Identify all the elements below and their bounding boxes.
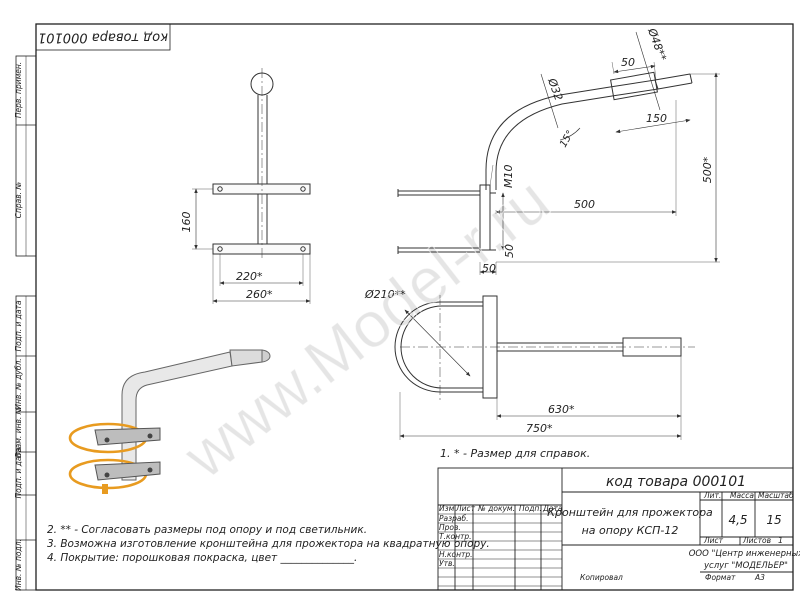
dim-len-500-h: 500	[574, 198, 595, 211]
dim-bolt: M10	[502, 165, 515, 189]
row-utv: Утв.	[439, 559, 455, 568]
lit-label: Лит.	[703, 491, 721, 500]
row-nkontr: Н.контр.	[439, 550, 473, 559]
title-block-headers: Изм. Лист № докум. Подп. Дата Разраб. Пр…	[439, 491, 794, 582]
note-1: 1. * - Размер для справок.	[440, 447, 590, 460]
hdr-list: Лист	[455, 504, 476, 513]
dim-d-clamp: Ø210**	[364, 288, 406, 301]
sheets-label: Листов	[742, 536, 771, 545]
hdr-izm: Изм.	[439, 504, 457, 513]
note-3: 3. Возможна изготовление кронштейна для …	[47, 538, 490, 550]
stamp-perv-primen: Перв. примен.	[14, 62, 23, 118]
format-label: Формат	[705, 573, 736, 582]
stamp-podp-data-1: Подп. и дата	[14, 300, 23, 351]
dim-d-tip: Ø48**	[645, 26, 669, 63]
dim-plate-gap: 160	[180, 212, 193, 233]
scale-value: 15	[766, 513, 781, 527]
note-2: 2. ** - Согласовать размеры под опору и …	[47, 524, 367, 536]
scale-label: Масштаб	[758, 491, 794, 500]
dim-len-630: 630*	[548, 403, 575, 416]
sheet-label: Лист	[703, 536, 724, 545]
stamp-sprav-no: Справ. №	[14, 182, 23, 219]
title-block-code: код товара 000101	[606, 474, 746, 490]
stamp-podp-data-2: Подп. и дата	[14, 447, 23, 498]
copied-label: Копировал	[580, 573, 623, 582]
dim-len-500-v: 500*	[701, 156, 714, 183]
title-block	[437, 467, 794, 591]
stamp-vzam-inv: Взам. инв. №	[14, 406, 23, 457]
mass-value: 4,5	[728, 513, 747, 527]
dim-len-50-bottom: 50	[482, 262, 496, 275]
code-label-rotated: код товара 000101	[38, 30, 168, 45]
note-4: 4. Покрытие: порошковая покраска, цвет _…	[47, 552, 357, 564]
dim-len-150: 150	[646, 112, 667, 125]
dim-width-260: 260*	[246, 288, 273, 301]
dim-len-50-top: 50	[621, 56, 635, 69]
row-prov: Пров.	[439, 523, 461, 532]
title-line-1: Кронштейн для прожектора	[547, 506, 713, 519]
front-view	[192, 68, 311, 304]
dim-len-50-side: 50	[503, 244, 516, 258]
top-view	[394, 295, 695, 440]
drawing-frame	[15, 23, 794, 591]
org-line-1: ООО "Центр инженерных	[689, 549, 800, 559]
dim-len-750: 750*	[526, 422, 553, 435]
side-view	[397, 31, 720, 275]
stamp-inv-podl: Инв. № подл.	[14, 539, 23, 591]
dim-width-220: 220*	[236, 270, 263, 283]
isometric-view	[68, 349, 271, 494]
mass-label: Масса	[730, 491, 754, 500]
hdr-podp: Подп.	[519, 504, 542, 513]
sheets-value: 1	[778, 536, 783, 545]
side-stamps: Перв. примен. Справ. № Подп. и дата Инв.…	[14, 62, 23, 591]
format-value: А3	[754, 573, 765, 582]
row-razrab: Разраб.	[439, 514, 468, 523]
watermark: www.Model-r.ru	[170, 164, 563, 493]
dim-angle: 15°	[558, 129, 576, 150]
row-tkontr: Т.контр.	[439, 532, 472, 541]
stamp-inv-dubl: Инв. № дубл.	[14, 358, 23, 409]
hdr-docnum: № докум.	[477, 504, 515, 513]
org-line-2: услуг "МОДЕЛЬЕР"	[703, 561, 788, 571]
title-line-2: на опору КСП-12	[582, 524, 679, 537]
hdr-data: Дата	[542, 504, 563, 513]
